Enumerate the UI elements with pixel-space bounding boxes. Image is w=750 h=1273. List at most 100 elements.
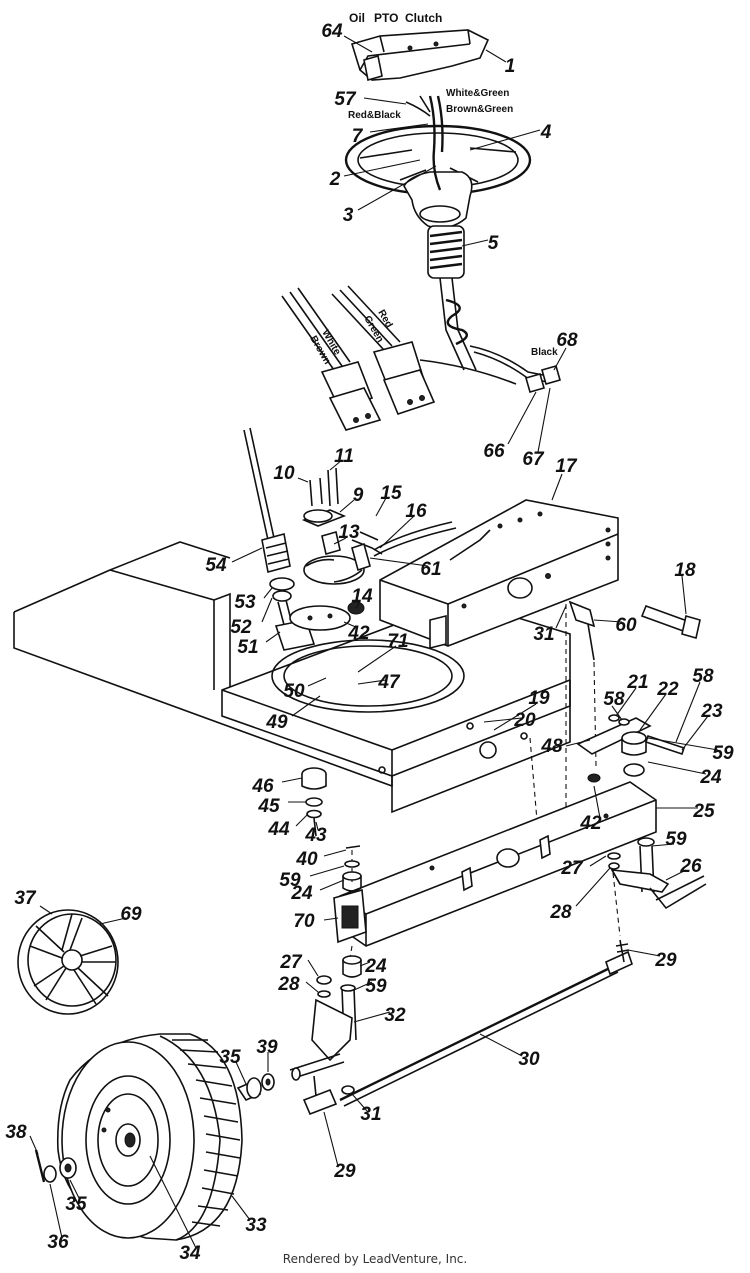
callout-67: 67 bbox=[522, 449, 545, 470]
callout-31: 31 bbox=[360, 1104, 381, 1125]
dash-panel bbox=[350, 29, 490, 82]
callout-61: 61 bbox=[420, 559, 441, 580]
callout-1: 1 bbox=[505, 56, 516, 77]
callout-48: 48 bbox=[540, 736, 563, 757]
callout-58: 58 bbox=[603, 689, 625, 710]
callout-34: 34 bbox=[179, 1243, 201, 1264]
callout-19: 19 bbox=[528, 688, 550, 709]
callout-29: 29 bbox=[333, 1161, 356, 1182]
callout-24: 24 bbox=[290, 883, 313, 904]
callout-25: 25 bbox=[692, 801, 715, 822]
callout-14: 14 bbox=[351, 586, 373, 607]
callout-68: 68 bbox=[556, 330, 578, 351]
label-oil: Oil bbox=[349, 11, 365, 25]
callout-30: 30 bbox=[518, 1049, 540, 1070]
callout-70: 70 bbox=[293, 911, 315, 932]
callout-36: 36 bbox=[47, 1232, 69, 1253]
callout-9: 9 bbox=[353, 485, 364, 506]
callout-47: 47 bbox=[377, 672, 401, 693]
steering-shaft bbox=[439, 277, 477, 371]
callout-69: 69 bbox=[120, 904, 142, 925]
callout-42: 42 bbox=[579, 813, 602, 834]
callout-26: 26 bbox=[679, 856, 702, 877]
callout-45: 45 bbox=[257, 796, 280, 817]
left-spindle-hardware bbox=[342, 845, 362, 978]
tractor-frame bbox=[13, 541, 571, 814]
callout-59: 59 bbox=[279, 870, 301, 891]
callout-49: 49 bbox=[265, 712, 288, 733]
callout-42: 42 bbox=[347, 623, 370, 644]
callout-46: 46 bbox=[251, 776, 274, 797]
drag-link-end bbox=[568, 600, 596, 661]
mount-hardware bbox=[301, 767, 327, 837]
callout-3: 3 bbox=[343, 205, 354, 226]
right-spindle bbox=[607, 837, 707, 910]
callout-27: 27 bbox=[560, 858, 584, 879]
hub-cap bbox=[17, 909, 119, 1015]
callout-51: 51 bbox=[237, 637, 258, 658]
callout-29: 29 bbox=[654, 950, 677, 971]
pivot-bar bbox=[576, 714, 686, 783]
callout-21: 21 bbox=[626, 672, 648, 693]
callout-20: 20 bbox=[513, 710, 536, 731]
callout-44: 44 bbox=[267, 819, 290, 840]
callout-24: 24 bbox=[364, 956, 387, 977]
callout-13: 13 bbox=[338, 522, 360, 543]
callout-54: 54 bbox=[205, 555, 227, 576]
callout-28: 28 bbox=[277, 974, 300, 995]
label-brown-green: Brown&Green bbox=[446, 104, 513, 115]
callout-38: 38 bbox=[5, 1122, 27, 1143]
callout-28: 28 bbox=[549, 902, 572, 923]
callout-5: 5 bbox=[488, 233, 499, 254]
steering-wheel bbox=[344, 124, 532, 229]
callout-71: 71 bbox=[387, 631, 408, 652]
left-spindle bbox=[289, 975, 357, 1081]
upper-cross-member bbox=[379, 499, 619, 650]
callout-22: 22 bbox=[656, 679, 679, 700]
label-clutch: Clutch bbox=[405, 11, 442, 25]
callout-16: 16 bbox=[405, 501, 427, 522]
callout-10: 10 bbox=[273, 463, 295, 484]
callout-11: 11 bbox=[334, 446, 354, 467]
callout-59: 59 bbox=[365, 976, 387, 997]
callout-24: 24 bbox=[699, 767, 722, 788]
bolt-18 bbox=[640, 604, 701, 640]
callout-18: 18 bbox=[674, 560, 696, 581]
label-white-green: White&Green bbox=[446, 88, 509, 99]
callout-60: 60 bbox=[615, 615, 637, 636]
front-wheel bbox=[56, 1033, 243, 1241]
label-black: Black bbox=[531, 347, 558, 358]
wheel-bearings bbox=[236, 1073, 275, 1101]
axle-hardware bbox=[34, 1149, 77, 1183]
callout-40: 40 bbox=[295, 849, 318, 870]
callout-4: 4 bbox=[540, 122, 552, 143]
label-red-black: Red&Black bbox=[348, 110, 401, 121]
callout-33: 33 bbox=[245, 1215, 267, 1236]
callout-37: 37 bbox=[14, 888, 37, 909]
callout-39: 39 bbox=[256, 1037, 278, 1058]
label-pto: PTO bbox=[374, 11, 398, 25]
steering-gear bbox=[289, 467, 457, 631]
callout-17: 17 bbox=[555, 456, 578, 477]
shift-rod bbox=[243, 427, 316, 651]
callout-59: 59 bbox=[712, 743, 734, 764]
wire-labels: Oil PTO Clutch White&Green Brown&Green R… bbox=[307, 11, 558, 366]
callout-35: 35 bbox=[219, 1047, 241, 1068]
callout-35: 35 bbox=[65, 1194, 87, 1215]
callout-57: 57 bbox=[334, 89, 357, 110]
steering-spring bbox=[427, 225, 465, 279]
callout-59: 59 bbox=[665, 829, 687, 850]
callout-53: 53 bbox=[234, 592, 256, 613]
callout-15: 15 bbox=[380, 483, 402, 504]
tie-rod bbox=[302, 939, 633, 1116]
callout-64: 64 bbox=[321, 21, 343, 42]
callout-32: 32 bbox=[384, 1005, 406, 1026]
wiring-connectors bbox=[281, 285, 561, 431]
callout-66: 66 bbox=[483, 441, 505, 462]
leader-lines bbox=[29, 35, 719, 1249]
callout-27: 27 bbox=[279, 952, 303, 973]
callout-7: 7 bbox=[352, 126, 364, 147]
callout-31: 31 bbox=[533, 624, 554, 645]
callout-52: 52 bbox=[230, 617, 252, 638]
